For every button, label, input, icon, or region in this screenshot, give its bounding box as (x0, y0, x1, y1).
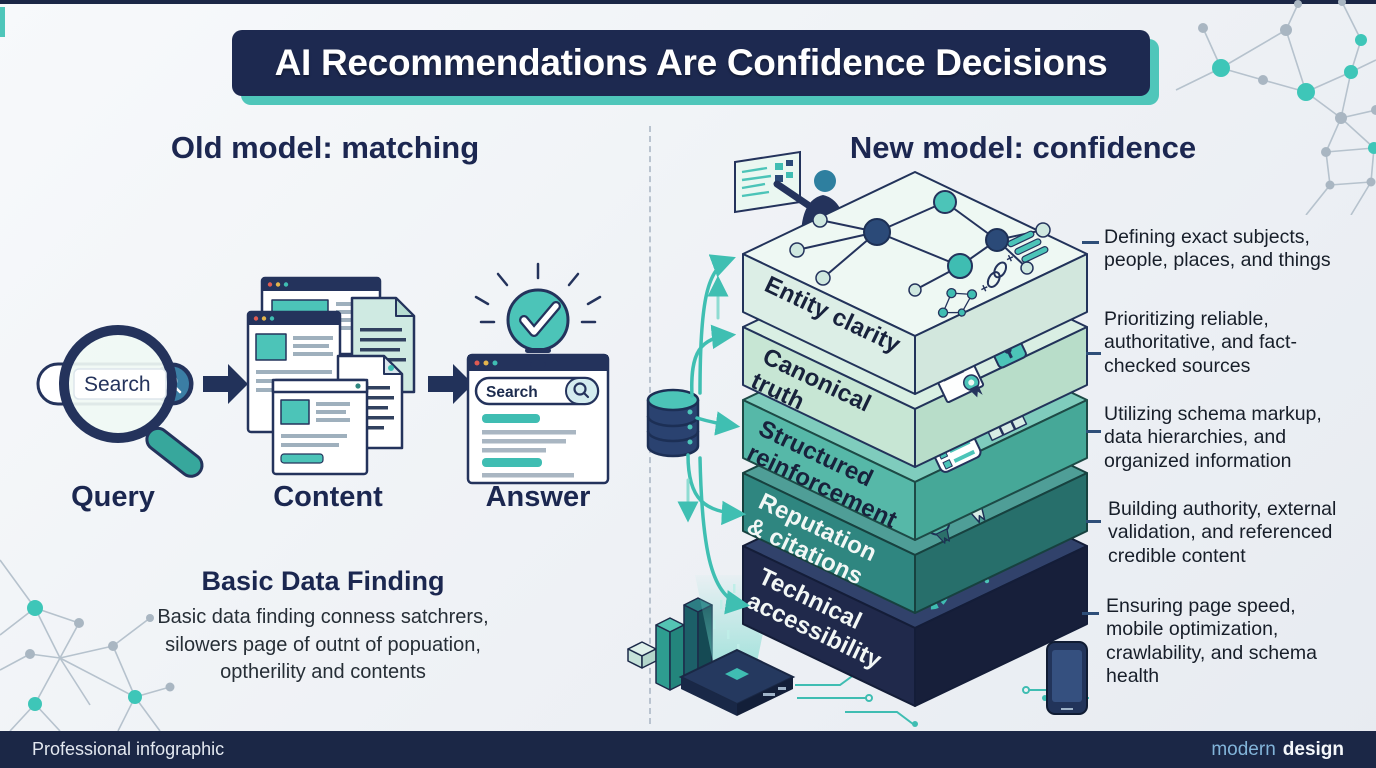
network-decoration-top-right (1175, 0, 1376, 215)
network-decoration-bottom-left (0, 559, 175, 731)
brand-accent-text: modern (1211, 738, 1276, 760)
left-heading: Old model: matching (170, 130, 480, 165)
body-line: Basic data finding conness satchrers, (157, 606, 489, 628)
content-pages-icon (246, 276, 416, 476)
left-subheading: Basic Data Finding (201, 566, 445, 596)
flow-arrow-icon (428, 364, 473, 404)
query-search-text: Search (84, 373, 151, 396)
confidence-stack-illustration: Technical accessibility (627, 150, 1089, 727)
main-title: AI Recommendations Are Confidence Decisi… (274, 42, 1108, 83)
layer-annotation-structured-reinforcement: Utilizing schema markup, data hierarchie… (1104, 403, 1322, 472)
phone-icon (1046, 641, 1088, 715)
body-line: optherility and contents (220, 661, 426, 684)
answer-search-text: Search (486, 384, 538, 401)
database-icon (646, 388, 700, 458)
body-line: silowers page of outnt of popuation, (165, 633, 481, 656)
mini-graph-link-list-icon: + + (937, 230, 1049, 318)
magnifier-handle (145, 426, 204, 478)
search-icon (573, 382, 590, 399)
step-label-query: Query (71, 481, 155, 513)
browser-window-icon (271, 378, 369, 476)
annotation-connector (1086, 520, 1101, 523)
old-model-flow-illustration: Search (36, 262, 610, 485)
answer-window-icon: Search (466, 353, 610, 485)
annotation-connector (1086, 430, 1101, 433)
annotation-connector (1082, 241, 1099, 244)
layer-annotation-reputation-citations: Building authority, external validation,… (1108, 498, 1337, 567)
step-label-answer: Answer (485, 481, 591, 513)
footer-brand: modern design (1211, 739, 1344, 761)
layer-annotation-technical-accessibility: Ensuring page speed, mobile optimization… (1106, 595, 1317, 688)
annotation-connector (1086, 352, 1101, 355)
left-body-text: Basic data finding conness satchrers, si… (93, 604, 553, 687)
step-label-content: Content (273, 481, 383, 513)
layer-annotation-canonical-truth: Prioritizing reliable, authoritative, an… (1104, 308, 1297, 377)
teal-edge-tab (0, 7, 5, 37)
annotation-connector (1082, 612, 1099, 615)
flow-arrows (677, 254, 751, 615)
title-banner: AI Recommendations Are Confidence Decisi… (232, 30, 1150, 96)
footer-bar: Professional infographic modern design (0, 731, 1376, 768)
brand-rest-text: design (1282, 738, 1344, 760)
query-magnifier-icon: Search (36, 325, 204, 478)
top-edge-bar (0, 0, 1376, 4)
flow-arrow-icon (203, 364, 248, 404)
footer-left-label: Professional infographic (32, 739, 225, 759)
layer-entity-clarity: Entity clarity + + (742, 171, 1088, 395)
knowledge-graph-icon (789, 190, 1051, 297)
lightbulb-check-icon (474, 262, 602, 367)
right-heading: New model: confidence (849, 130, 1197, 165)
layer-annotation-entity-clarity: Defining exact subjects, people, places,… (1104, 226, 1331, 272)
